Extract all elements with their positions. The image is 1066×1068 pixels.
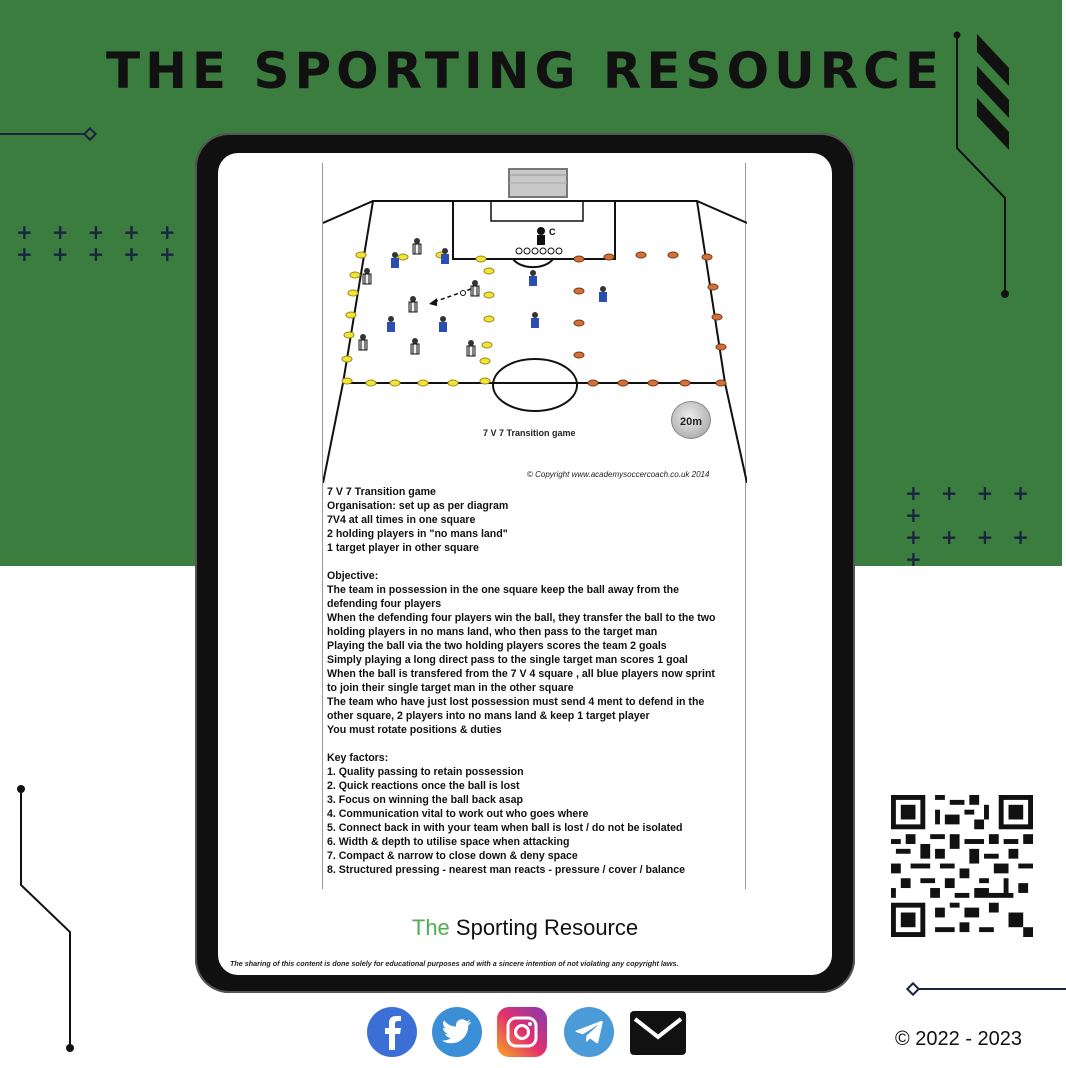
objective-line: Playing the ball via the two holding pla… bbox=[327, 640, 667, 652]
qr-code[interactable] bbox=[891, 795, 1033, 937]
session-intro-line: 2 holding players in "no mans land" bbox=[327, 528, 508, 540]
distance-badge: 20m bbox=[671, 401, 711, 439]
objective-line: You must rotate positions & duties bbox=[327, 724, 502, 736]
session-intro-line: 1 target player in other square bbox=[327, 542, 479, 554]
key-factor-lines: 1. Quality passing to retain possession 2… bbox=[327, 765, 747, 877]
objective-line: Simply playing a long direct pass to the… bbox=[327, 654, 688, 666]
circuit-line-bottom-right bbox=[905, 981, 1066, 997]
circuit-line-bottom-left bbox=[17, 785, 74, 1052]
objective-line: defending four players bbox=[327, 598, 442, 610]
key-factor-line: 4. Communication vital to work out who g… bbox=[327, 808, 589, 820]
email-icon[interactable] bbox=[630, 1011, 686, 1055]
key-factor-line: 6. Width & depth to utilise space when a… bbox=[327, 836, 570, 848]
objective-heading: Objective: bbox=[327, 570, 379, 582]
twitter-icon[interactable] bbox=[432, 1007, 482, 1057]
instagram-icon[interactable] bbox=[497, 1007, 547, 1057]
objective-line: The team who have just lost possession m… bbox=[327, 696, 705, 708]
disclaimer-text: The sharing of this content is done sole… bbox=[230, 959, 679, 968]
session-document: C bbox=[322, 163, 748, 889]
objective-line: other square, 2 players into no mans lan… bbox=[327, 710, 650, 722]
session-intro-line: 7 V 7 Transition game bbox=[327, 486, 436, 498]
objective-lines: The team in possession in the one square… bbox=[327, 583, 747, 737]
session-intro-line: 7V4 at all times in one square bbox=[327, 514, 476, 526]
key-factor-line: 8. Structured pressing - nearest man rea… bbox=[327, 864, 685, 876]
objective-line: to join their single target man in the o… bbox=[327, 682, 574, 694]
pitch-diagram: C bbox=[322, 163, 748, 484]
plus-pattern-left: + + + + ++ + + + + bbox=[16, 220, 182, 266]
objective-line: When the ball is transfered from the 7 V… bbox=[327, 668, 715, 680]
svg-text:C: C bbox=[549, 227, 556, 237]
tablet-screen: C bbox=[218, 153, 832, 975]
facebook-icon[interactable] bbox=[367, 1007, 417, 1057]
footer-brand: The Sporting Resource bbox=[411, 915, 639, 940]
key-factor-line: 5. Connect back in with your team when b… bbox=[327, 822, 683, 834]
telegram-icon[interactable] bbox=[564, 1007, 614, 1057]
key-factors-heading: Key factors: bbox=[327, 752, 389, 764]
objective-line: The team in possession in the one square… bbox=[327, 584, 680, 596]
session-intro-line: Organisation: set up as per diagram bbox=[327, 500, 509, 512]
key-factor-line: 1. Quality passing to retain possession bbox=[327, 766, 524, 778]
diagram-copyright: © Copyright www.academysoccercoach.co.uk… bbox=[527, 470, 710, 479]
key-factor-line: 3. Focus on winning the ball back asap bbox=[327, 794, 524, 806]
diagram-game-label: 7 V 7 Transition game bbox=[483, 428, 576, 438]
key-factor-line: 2. Quick reactions once the ball is lost bbox=[327, 780, 520, 792]
key-factor-line: 7. Compact & narrow to close down & deny… bbox=[327, 850, 578, 862]
objective-line: When the defending four players win the … bbox=[327, 612, 716, 624]
copyright-years: © 2022 - 2023 bbox=[895, 1028, 1023, 1050]
objective-line: holding players in no mans land, who the… bbox=[327, 626, 658, 638]
circuit-line-top-right bbox=[953, 31, 1009, 298]
pitch-svg: C bbox=[322, 168, 748, 484]
site-title: THE SPORTING RESOURCE bbox=[105, 42, 945, 100]
circuit-line-top-left bbox=[0, 126, 98, 142]
plus-pattern-right: + + + + ++ + + + + bbox=[905, 481, 1035, 571]
